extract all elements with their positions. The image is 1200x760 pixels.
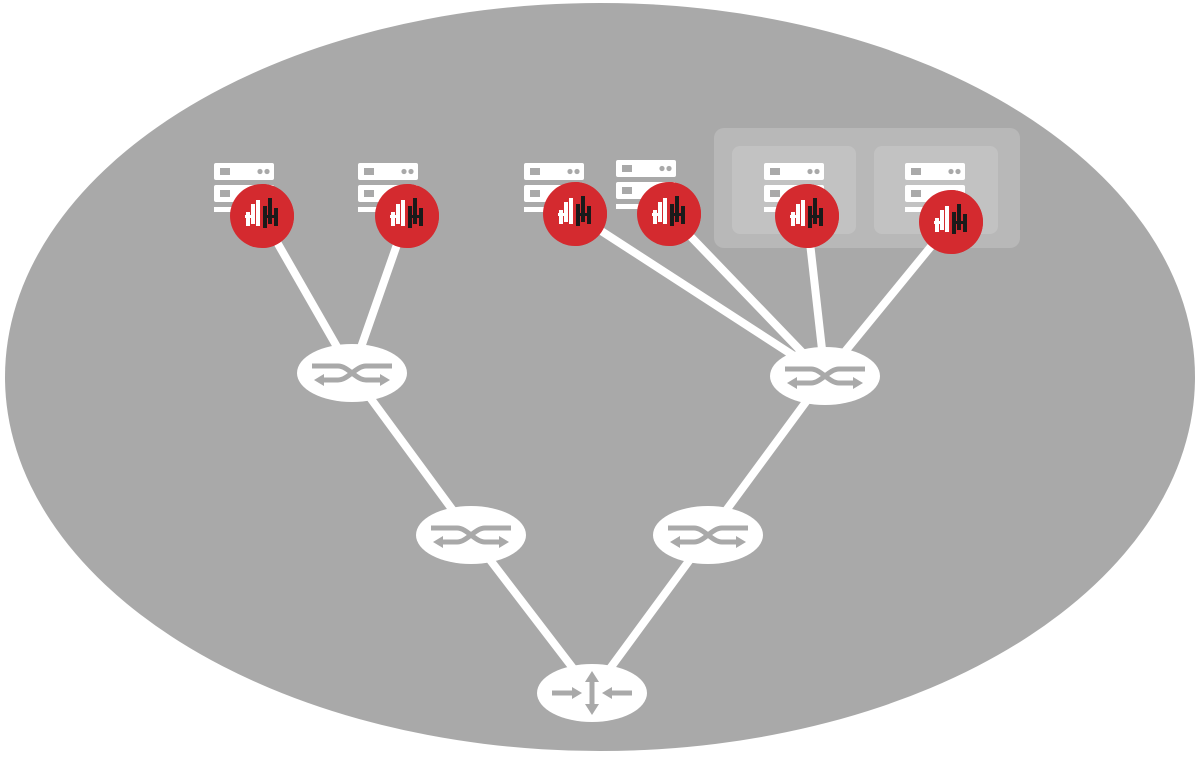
switch-icon — [416, 506, 526, 564]
switch-icon — [770, 347, 880, 405]
agent-badge-icon — [375, 184, 439, 248]
link-host-3-to-switch-right-top — [571, 210, 829, 380]
badges-layer — [230, 182, 983, 254]
switch-icon — [653, 506, 763, 564]
network-cloud — [5, 3, 1195, 751]
agent-badge-icon — [775, 184, 839, 248]
agent-badge-icon — [919, 190, 983, 254]
switch-icon — [297, 344, 407, 402]
agent-badge-icon — [543, 182, 607, 246]
devices-layer — [297, 344, 880, 722]
link-host-4-to-switch-right-top — [665, 210, 829, 380]
router-icon — [537, 664, 647, 722]
agent-badge-icon — [637, 182, 701, 246]
agent-badge-icon — [230, 184, 294, 248]
